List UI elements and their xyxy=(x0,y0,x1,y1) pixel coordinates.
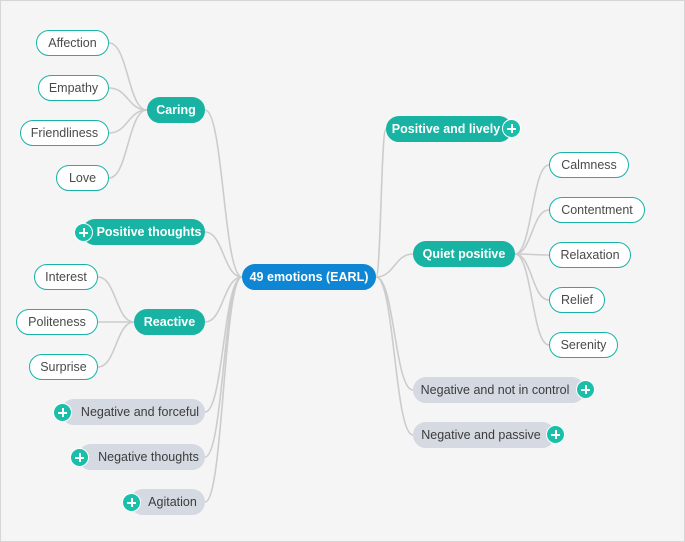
connector-root-negative-and-passive xyxy=(375,276,414,436)
leaf-politeness[interactable]: Politeness xyxy=(16,309,98,335)
branch-negative-thoughts[interactable]: Negative thoughts xyxy=(78,444,205,470)
connector-root-negative-thoughts xyxy=(204,276,243,458)
connector-caring-1 xyxy=(108,87,148,111)
expand-negative-and-forceful-plus-icon[interactable] xyxy=(53,403,72,422)
leaf-love[interactable]: Love xyxy=(56,165,109,191)
leaf-empathy[interactable]: Empathy xyxy=(38,75,109,101)
branch-negative-and-forceful[interactable]: Negative and forceful xyxy=(61,399,205,425)
connector-root-quiet-positive xyxy=(375,253,414,278)
expand-negative-not-in-control-plus-icon[interactable] xyxy=(576,380,595,399)
branch-agitation[interactable]: Agitation xyxy=(130,489,205,515)
connector-root-positive-thoughts xyxy=(204,231,243,278)
leaf-serenity[interactable]: Serenity xyxy=(549,332,618,358)
branch-negative-and-passive[interactable]: Negative and passive xyxy=(413,422,555,448)
branch-caring[interactable]: Caring xyxy=(147,97,205,123)
leaf-affection[interactable]: Affection xyxy=(36,30,109,56)
leaf-interest[interactable]: Interest xyxy=(34,264,98,290)
connector-root-reactive xyxy=(204,276,243,323)
leaf-contentment[interactable]: Contentment xyxy=(549,197,645,223)
connector-caring-3 xyxy=(108,109,148,179)
branch-negative-not-in-control[interactable]: Negative and not in control xyxy=(413,377,585,403)
branch-quiet-positive[interactable]: Quiet positive xyxy=(413,241,515,267)
expand-positive-and-lively-plus-icon[interactable] xyxy=(502,119,521,138)
connector-quiet-positive-0 xyxy=(514,164,550,255)
connector-reactive-2 xyxy=(97,321,135,368)
connector-root-caring xyxy=(204,109,243,278)
connector-quiet-positive-3 xyxy=(514,253,550,301)
leaf-calmness[interactable]: Calmness xyxy=(549,152,629,178)
root-node[interactable]: 49 emotions (EARL) xyxy=(242,264,376,290)
connector-reactive-0 xyxy=(97,276,135,323)
expand-positive-thoughts-plus-icon[interactable] xyxy=(74,223,93,242)
connector-root-negative-not-in-control xyxy=(375,276,414,391)
connector-quiet-positive-4 xyxy=(514,253,550,346)
expand-negative-and-passive-plus-icon[interactable] xyxy=(546,425,565,444)
branch-reactive[interactable]: Reactive xyxy=(134,309,205,335)
expand-agitation-plus-icon[interactable] xyxy=(122,493,141,512)
connector-caring-0 xyxy=(108,42,148,111)
expand-negative-thoughts-plus-icon[interactable] xyxy=(70,448,89,467)
branch-positive-and-lively[interactable]: Positive and lively xyxy=(386,116,512,142)
leaf-surprise[interactable]: Surprise xyxy=(29,354,98,380)
connector-root-positive-and-lively xyxy=(375,128,387,278)
connector-quiet-positive-1 xyxy=(514,209,550,255)
leaf-friendliness[interactable]: Friendliness xyxy=(20,120,109,146)
branch-positive-thoughts[interactable]: Positive thoughts xyxy=(82,219,205,245)
leaf-relaxation[interactable]: Relaxation xyxy=(549,242,631,268)
leaf-relief[interactable]: Relief xyxy=(549,287,605,313)
connector-root-agitation xyxy=(204,276,243,503)
